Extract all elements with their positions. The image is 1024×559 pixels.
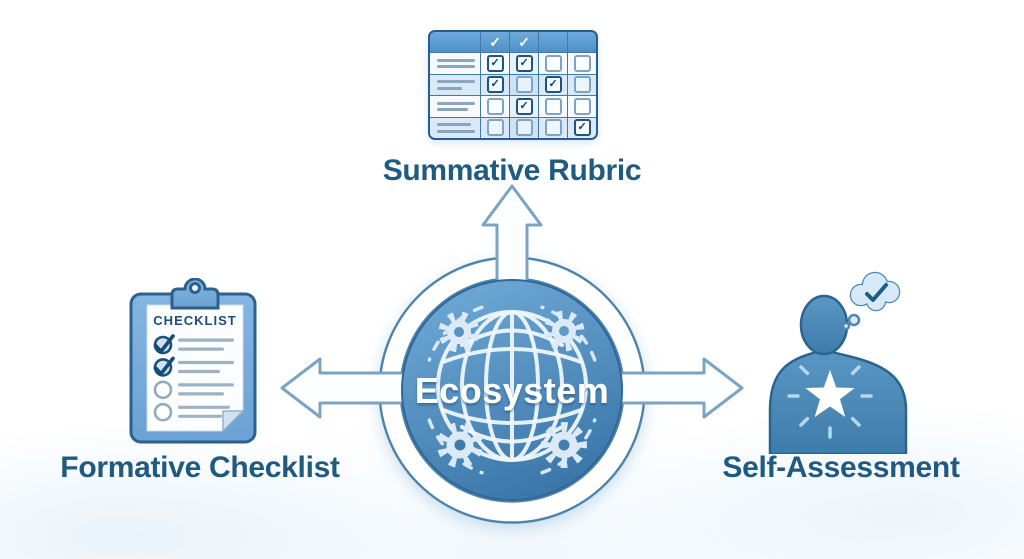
- header-check-icon: ✓: [489, 34, 501, 50]
- item-circle-empty: [153, 380, 173, 400]
- checkbox-empty-icon: [486, 119, 504, 137]
- rubric-cell: [539, 53, 567, 74]
- star-icon: [805, 370, 855, 417]
- rubric-criteria-cell: [430, 96, 480, 117]
- placeholder-text-line: [178, 383, 234, 387]
- placeholder-text-line: [178, 392, 224, 396]
- checklist-icon: CHECKLIST: [129, 278, 257, 444]
- label-formative-checklist: Formative Checklist: [60, 451, 340, 484]
- placeholder-text-line: [178, 338, 234, 342]
- gear-icon: [438, 311, 480, 353]
- rubric-header-cell: ✓: [510, 32, 538, 52]
- item-check-icon: [153, 334, 175, 354]
- rubric-cell: ✓: [510, 96, 538, 117]
- rubric-cell: [510, 117, 538, 138]
- item-check-icon: [153, 356, 175, 376]
- placeholder-text-line: [178, 369, 220, 374]
- checkbox-empty-icon: [486, 97, 504, 115]
- placeholder-text-line: [437, 101, 475, 105]
- hub-label: Ecosystem: [415, 370, 610, 411]
- checkbox-checked-icon: ✓: [573, 119, 591, 137]
- checkbox-checked-icon: ✓: [486, 76, 504, 94]
- person-head: [799, 294, 849, 356]
- rubric-cell: [510, 74, 538, 95]
- clip-ring-hole: [189, 282, 201, 294]
- checklist-title: CHECKLIST: [153, 313, 236, 328]
- rubric-cell: ✓: [510, 53, 538, 74]
- rubric-cell: [568, 96, 596, 117]
- rubric-cell: [481, 96, 509, 117]
- rubric-cell: [568, 74, 596, 95]
- rubric-cell: ✓: [568, 117, 596, 138]
- checkbox-checked-icon: ✓: [544, 76, 562, 94]
- checkbox-empty-icon: [515, 76, 533, 94]
- rubric-header-cell: [430, 32, 480, 52]
- placeholder-text-line: [437, 129, 475, 133]
- rubric-text-lines: [430, 101, 480, 112]
- placeholder-text-line: [437, 86, 462, 90]
- checkbox-empty-icon: [544, 54, 562, 72]
- placeholder-text-line: [437, 108, 468, 112]
- paper-fold-corner: [222, 410, 244, 432]
- rubric-cell: ✓: [539, 74, 567, 95]
- gear-icon: [541, 422, 587, 468]
- placeholder-text-line: [178, 347, 224, 351]
- checkbox-empty-icon: [573, 76, 591, 94]
- rubric-criteria-cell: [430, 74, 480, 95]
- bubble-check-icon: [865, 283, 888, 302]
- checkbox-checked-icon: ✓: [486, 54, 504, 72]
- rubric-text-lines: [430, 123, 480, 133]
- checklist-items: [153, 334, 234, 422]
- checkbox-checked-icon: ✓: [515, 54, 533, 72]
- checkbox-empty-icon: [544, 97, 562, 115]
- placeholder-text-line: [437, 80, 475, 84]
- placeholder-text-line: [437, 58, 475, 62]
- checkbox-checked-icon: ✓: [515, 97, 533, 115]
- rubric-cell: [539, 96, 567, 117]
- placeholder-text-line: [178, 405, 230, 409]
- placeholder-text-line: [437, 123, 471, 127]
- checkbox-empty-icon: [515, 119, 533, 137]
- rubric-cell: ✓: [481, 74, 509, 95]
- rubric-text-lines: [430, 58, 480, 69]
- bubble-trail-dot: [847, 313, 861, 327]
- rubric-header-cell: ✓: [481, 32, 509, 52]
- bubble-trail-dot: [841, 321, 851, 331]
- rubric-criteria-cell: [430, 53, 480, 74]
- label-summative-rubric: Summative Rubric: [382, 154, 642, 187]
- checkbox-empty-icon: [544, 119, 562, 137]
- rubric-cell: [539, 117, 567, 138]
- placeholder-text-line: [178, 360, 234, 365]
- placeholder-text-line: [437, 65, 475, 69]
- rubric-header-cell: [568, 32, 596, 52]
- rubric-text-lines: [430, 80, 480, 90]
- rubric-cell: [481, 117, 509, 138]
- header-check-icon: ✓: [518, 34, 530, 50]
- placeholder-text-line: [178, 414, 222, 418]
- checkbox-empty-icon: [573, 97, 591, 115]
- label-self-assessment: Self-Assessment: [722, 451, 960, 484]
- rubric-cell: ✓: [481, 53, 509, 74]
- rubric-criteria-cell: [430, 117, 480, 138]
- rubric-cell: [568, 53, 596, 74]
- checkbox-empty-icon: [573, 54, 591, 72]
- rubric-header-cell: [539, 32, 567, 52]
- thought-bubble-icon: [841, 271, 901, 331]
- star-rays: [787, 365, 873, 439]
- globe-icon: [436, 310, 588, 462]
- item-circle-empty: [153, 402, 173, 422]
- rubric-icon: ✓ ✓ ✓ ✓ ✓ ✓ ✓ ✓: [428, 30, 598, 140]
- self-assessment-icon: [768, 271, 908, 454]
